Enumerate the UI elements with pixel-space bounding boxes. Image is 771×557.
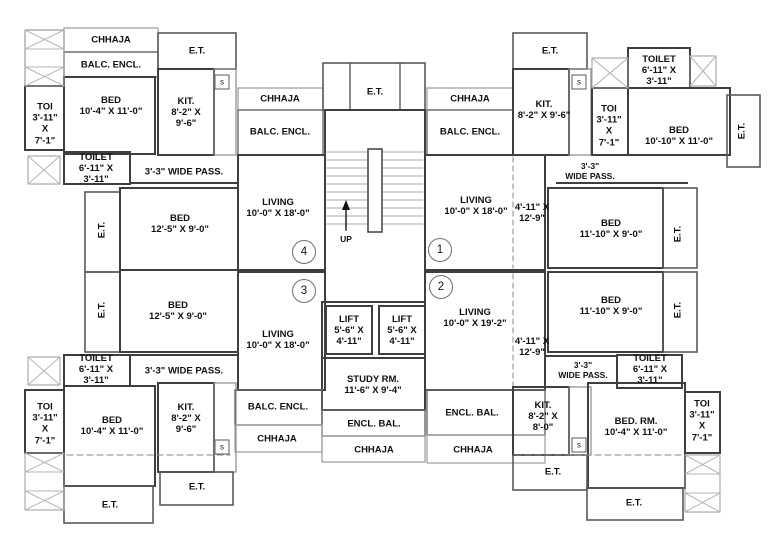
- hatch-x-marks: [24, 29, 65, 185]
- bed-room-2: [119, 269, 239, 353]
- encl-bal-box: [426, 389, 546, 436]
- unit-marker-4: 4: [292, 240, 316, 264]
- wing-left-middle: [84, 187, 239, 353]
- et-box-1: [512, 454, 588, 491]
- toi-room: [591, 87, 629, 156]
- et-box-2: [63, 485, 154, 524]
- hatch-x-marks: [684, 454, 721, 513]
- duct-strip: [213, 382, 237, 473]
- et-side-box: [726, 94, 761, 168]
- hatch-strip: [24, 29, 65, 87]
- et-shaft-2: [662, 271, 698, 353]
- wing-bottom-left: [24, 354, 323, 524]
- chhaja-box: [321, 435, 426, 463]
- bed-room: [63, 385, 156, 487]
- bed-room-2: [547, 271, 664, 353]
- chhaja-box: [234, 424, 323, 453]
- stair-stringer: [367, 148, 383, 233]
- et-box: [512, 32, 588, 70]
- unit-marker-2: 2: [429, 275, 453, 299]
- toi-room: [684, 391, 721, 454]
- toilet-room: [63, 354, 131, 387]
- study-room: [321, 357, 426, 411]
- toilet-room: [616, 354, 683, 389]
- wing-top-left: [24, 27, 239, 185]
- meter-box-top-left: s: [214, 74, 230, 90]
- et-shaft-1: [84, 191, 121, 273]
- et-box-top: [322, 62, 426, 111]
- unit-marker-1: 1: [428, 238, 452, 262]
- encl-bal-box: [321, 409, 426, 437]
- kitchen-room: [157, 68, 215, 156]
- bed-room-1: [119, 187, 239, 271]
- kitchen-room: [157, 382, 215, 473]
- living-unit1: [424, 154, 546, 271]
- bed-room: [63, 76, 156, 155]
- et-box-1: [159, 471, 234, 506]
- up-arrow-head: [342, 200, 350, 210]
- toi-room: [24, 389, 65, 454]
- balc-encl-box: [234, 389, 323, 426]
- unit-marker-3: 3: [292, 279, 316, 303]
- top-center-balconies: [237, 87, 514, 156]
- chhaja-box-right: [426, 87, 514, 111]
- kitchen-room: [512, 386, 570, 456]
- et-box-2: [586, 487, 684, 521]
- chhaja-box: [426, 434, 546, 464]
- lift-1: [325, 305, 373, 355]
- wing-right-middle: [547, 187, 698, 353]
- et-shaft-2: [84, 271, 121, 353]
- bed-room-1: [547, 187, 664, 269]
- wing-top-right: [512, 32, 761, 184]
- wing-bottom-right: [426, 354, 721, 521]
- lift-shaft: [321, 301, 426, 359]
- toi-room: [24, 85, 65, 151]
- meter-box-bottom-left: s: [214, 439, 230, 455]
- kitchen-room: [512, 68, 570, 156]
- balc-encl-box-right: [426, 109, 514, 156]
- et-box: [157, 32, 237, 70]
- central-core: [321, 62, 426, 463]
- hatch-x-marks: [24, 356, 65, 511]
- meter-box-bottom-right: s: [571, 437, 587, 453]
- toilet-room: [627, 47, 691, 89]
- bed-room: [587, 382, 686, 489]
- hatch-x-marks: [591, 55, 717, 89]
- balc-encl-box: [63, 51, 159, 78]
- duct-strip: [213, 68, 237, 156]
- et-shaft-1: [662, 187, 698, 269]
- toilet-room: [63, 151, 131, 185]
- balc-encl-box-left: [237, 109, 324, 156]
- bed-room: [627, 87, 731, 156]
- lift-2: [378, 305, 426, 355]
- meter-box-top-right: s: [571, 74, 587, 90]
- chhaja-box-left: [237, 87, 324, 111]
- living-unit4: [237, 154, 326, 271]
- chhaja-box: [63, 27, 159, 53]
